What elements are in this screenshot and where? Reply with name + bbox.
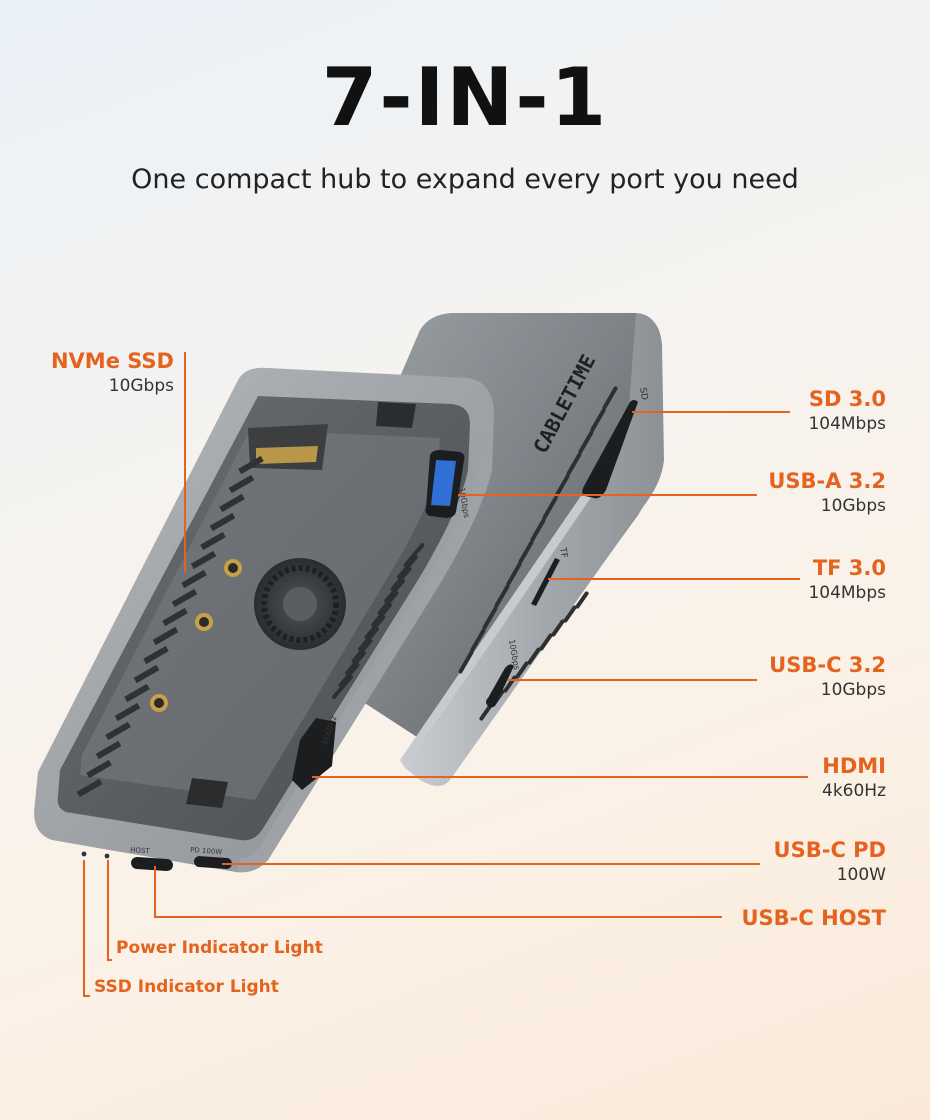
label-usbc-spec: 10Gbps xyxy=(820,680,886,700)
vent-slot xyxy=(542,496,558,520)
vent-slot xyxy=(351,639,373,663)
heatsink-rib xyxy=(228,474,255,494)
heatsink-rib xyxy=(219,493,245,513)
vent-slot xyxy=(332,675,353,699)
host-port-print: HOST xyxy=(130,846,151,855)
label-sd: SD 3.0 104Mbps xyxy=(808,386,886,436)
vent-slot xyxy=(482,606,498,630)
heatsink-rib xyxy=(209,512,236,532)
vent-slot xyxy=(494,584,510,608)
vent-slot xyxy=(566,452,582,476)
tray-vent-slots xyxy=(332,543,425,699)
label-usbc-host: USB-C HOST xyxy=(742,905,887,931)
vent-slot xyxy=(403,543,425,567)
tf-port-print: TF xyxy=(557,546,569,559)
vent-slot xyxy=(390,567,412,591)
heatsink-rib xyxy=(152,626,179,646)
vent-slot xyxy=(458,650,474,674)
label-hdmi-spec: 4k60Hz xyxy=(822,781,886,801)
heatsink-rib xyxy=(171,588,198,608)
vent-slot xyxy=(578,430,594,454)
label-usbc-pd: USB-C PD 100W xyxy=(774,837,886,887)
label-usba: USB-A 3.2 10Gbps xyxy=(768,468,886,518)
vent-slot xyxy=(358,627,379,651)
label-tf: TF 3.0 104Mbps xyxy=(808,555,886,605)
label-ssd-indicator: SSD Indicator Light xyxy=(94,977,279,997)
heatsink-rib xyxy=(76,778,103,798)
label-hdmi-name: HDMI xyxy=(822,754,886,778)
label-hdmi: HDMI 4k60Hz xyxy=(822,753,886,803)
back-unit-ports xyxy=(486,400,638,708)
heatsink-rib xyxy=(162,607,188,627)
page-subtitle: One compact hub to expand every port you… xyxy=(131,164,799,195)
heatsink-rib xyxy=(114,702,141,722)
vent-slot xyxy=(527,647,541,665)
heatsink-rib xyxy=(181,569,207,589)
heatsink-rib xyxy=(95,740,122,760)
vent-slot xyxy=(575,591,589,609)
label-nvme-ssd: NVMe SSD 10Gbps xyxy=(48,348,174,398)
vent-slot xyxy=(590,408,606,432)
heatsink-rib xyxy=(200,531,226,551)
label-nvme-name: NVMe SSD xyxy=(50,349,174,373)
leader-power-light xyxy=(107,860,112,961)
vent-slot xyxy=(551,619,565,637)
label-host-name: USB-C HOST xyxy=(741,906,887,930)
label-usba-name: USB-A 3.2 xyxy=(768,469,886,493)
heatsink-rib xyxy=(190,550,217,570)
vent-slot xyxy=(397,555,418,579)
heatsink-rib xyxy=(133,664,160,684)
vent-slot xyxy=(371,603,392,627)
heatsink-rib xyxy=(86,759,112,779)
vent-slot xyxy=(364,615,386,639)
vent-slot xyxy=(377,591,399,615)
label-nvme-spec: 10Gbps xyxy=(108,376,174,396)
label-power-indicator: Power Indicator Light xyxy=(116,938,323,958)
vent-slot xyxy=(530,518,546,542)
leader-lines xyxy=(83,352,808,997)
heatsink-rib xyxy=(143,645,169,665)
page-title: 7-IN-1 xyxy=(321,51,609,144)
leader-host xyxy=(154,866,722,918)
vent-slot xyxy=(345,651,366,675)
sd-port-print: SD xyxy=(637,387,649,401)
pd-port-print: PD 100W xyxy=(190,846,223,856)
label-usbc: USB-C 3.2 10Gbps xyxy=(769,652,886,702)
leader-ssd-light xyxy=(83,860,90,997)
vent-slot xyxy=(518,540,534,564)
heatsink-rib xyxy=(238,455,264,475)
heatsink-rib xyxy=(124,683,150,703)
label-sd-name: SD 3.0 xyxy=(808,387,886,411)
vent-slot xyxy=(338,663,360,687)
label-pd-name: USB-C PD xyxy=(773,838,886,862)
label-tf-name: TF 3.0 xyxy=(812,556,886,580)
heatsink-rib xyxy=(105,721,131,741)
label-tf-spec: 104Mbps xyxy=(808,583,886,603)
vent-slot xyxy=(506,562,522,586)
vent-slot xyxy=(563,605,577,623)
label-usbc-name: USB-C 3.2 xyxy=(769,653,886,677)
back-vent-slots xyxy=(458,386,618,721)
vent-slot xyxy=(470,628,486,652)
hub-front-tray xyxy=(34,367,494,873)
vent-slot xyxy=(515,661,529,679)
vent-slot xyxy=(384,579,405,603)
vent-slot xyxy=(554,474,570,498)
label-sd-spec: 104Mbps xyxy=(808,414,886,434)
vent-slot xyxy=(539,633,553,651)
vent-slot xyxy=(602,386,618,410)
label-pd-spec: 100W xyxy=(836,865,886,885)
vent-slot xyxy=(479,703,493,721)
label-usba-spec: 10Gbps xyxy=(820,496,886,516)
